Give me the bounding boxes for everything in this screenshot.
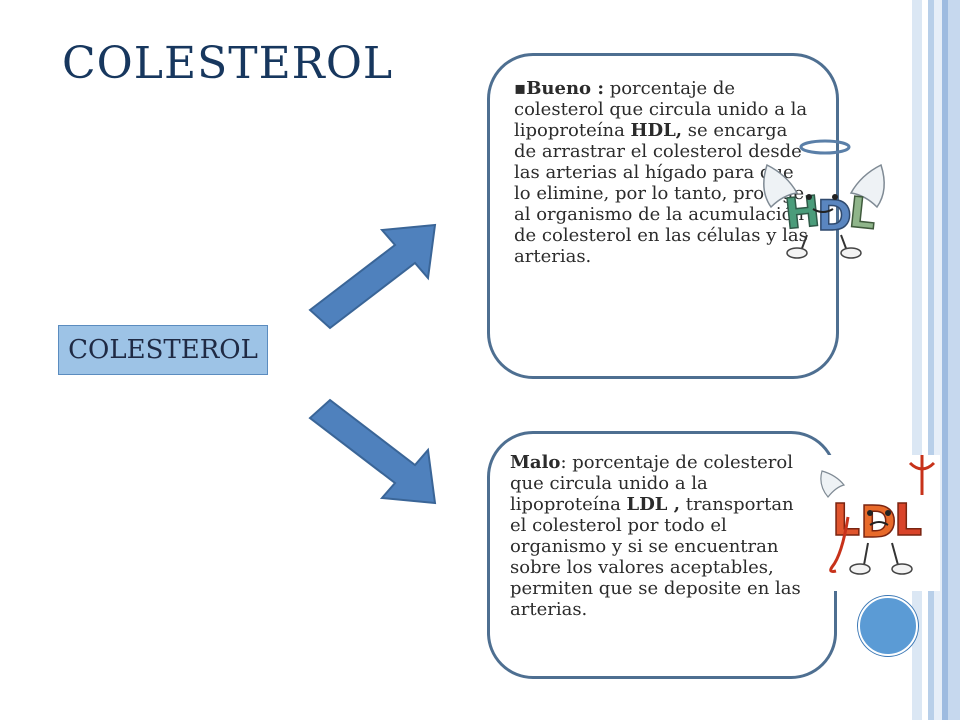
arrow-down-right (308, 398, 437, 505)
ldl-term: LDL , (626, 494, 680, 515)
ldl-card: Malo: porcentaje de colesterol que circu… (487, 431, 837, 679)
hdl-description: ▪Bueno : porcentaje de colesterol que ci… (514, 78, 814, 267)
bad-term: Malo (510, 452, 561, 473)
svg-text:L: L (894, 495, 922, 546)
bad-text-2: transportan el colesterol por todo el or… (510, 494, 801, 620)
stripe (948, 0, 960, 720)
hdl-term: HDL, (630, 120, 683, 141)
slide-title: COLESTEROL (62, 38, 394, 89)
stripe (912, 0, 922, 720)
stripe (942, 0, 948, 720)
center-label: COLESTEROL (58, 325, 268, 375)
bullet-icon: ▪ (514, 78, 527, 99)
decorative-circle (858, 596, 918, 656)
stripe (922, 0, 928, 720)
good-text-1: porcentaje de colesterol que circula uni… (514, 78, 808, 141)
svg-text:H: H (782, 186, 822, 238)
ldl-devil-mascot-icon: L D L (818, 455, 940, 591)
stripe (928, 0, 934, 720)
hdl-angel-mascot-icon: H D L (763, 139, 885, 259)
good-term: Bueno : (526, 78, 604, 99)
bad-text-1: : porcentaje de colesterol que circula u… (510, 452, 793, 515)
hdl-card: ▪Bueno : porcentaje de colesterol que ci… (487, 53, 839, 379)
ldl-description: Malo: porcentaje de colesterol que circu… (510, 452, 810, 620)
svg-text:L: L (832, 495, 860, 546)
good-text-2: se encarga de arrastrar el colesterol de… (514, 120, 808, 267)
arrow-up-right (308, 223, 437, 330)
diagram-arrows (308, 223, 437, 505)
side-decoration (912, 0, 960, 720)
svg-text:L: L (847, 187, 879, 239)
stripe (934, 0, 942, 720)
